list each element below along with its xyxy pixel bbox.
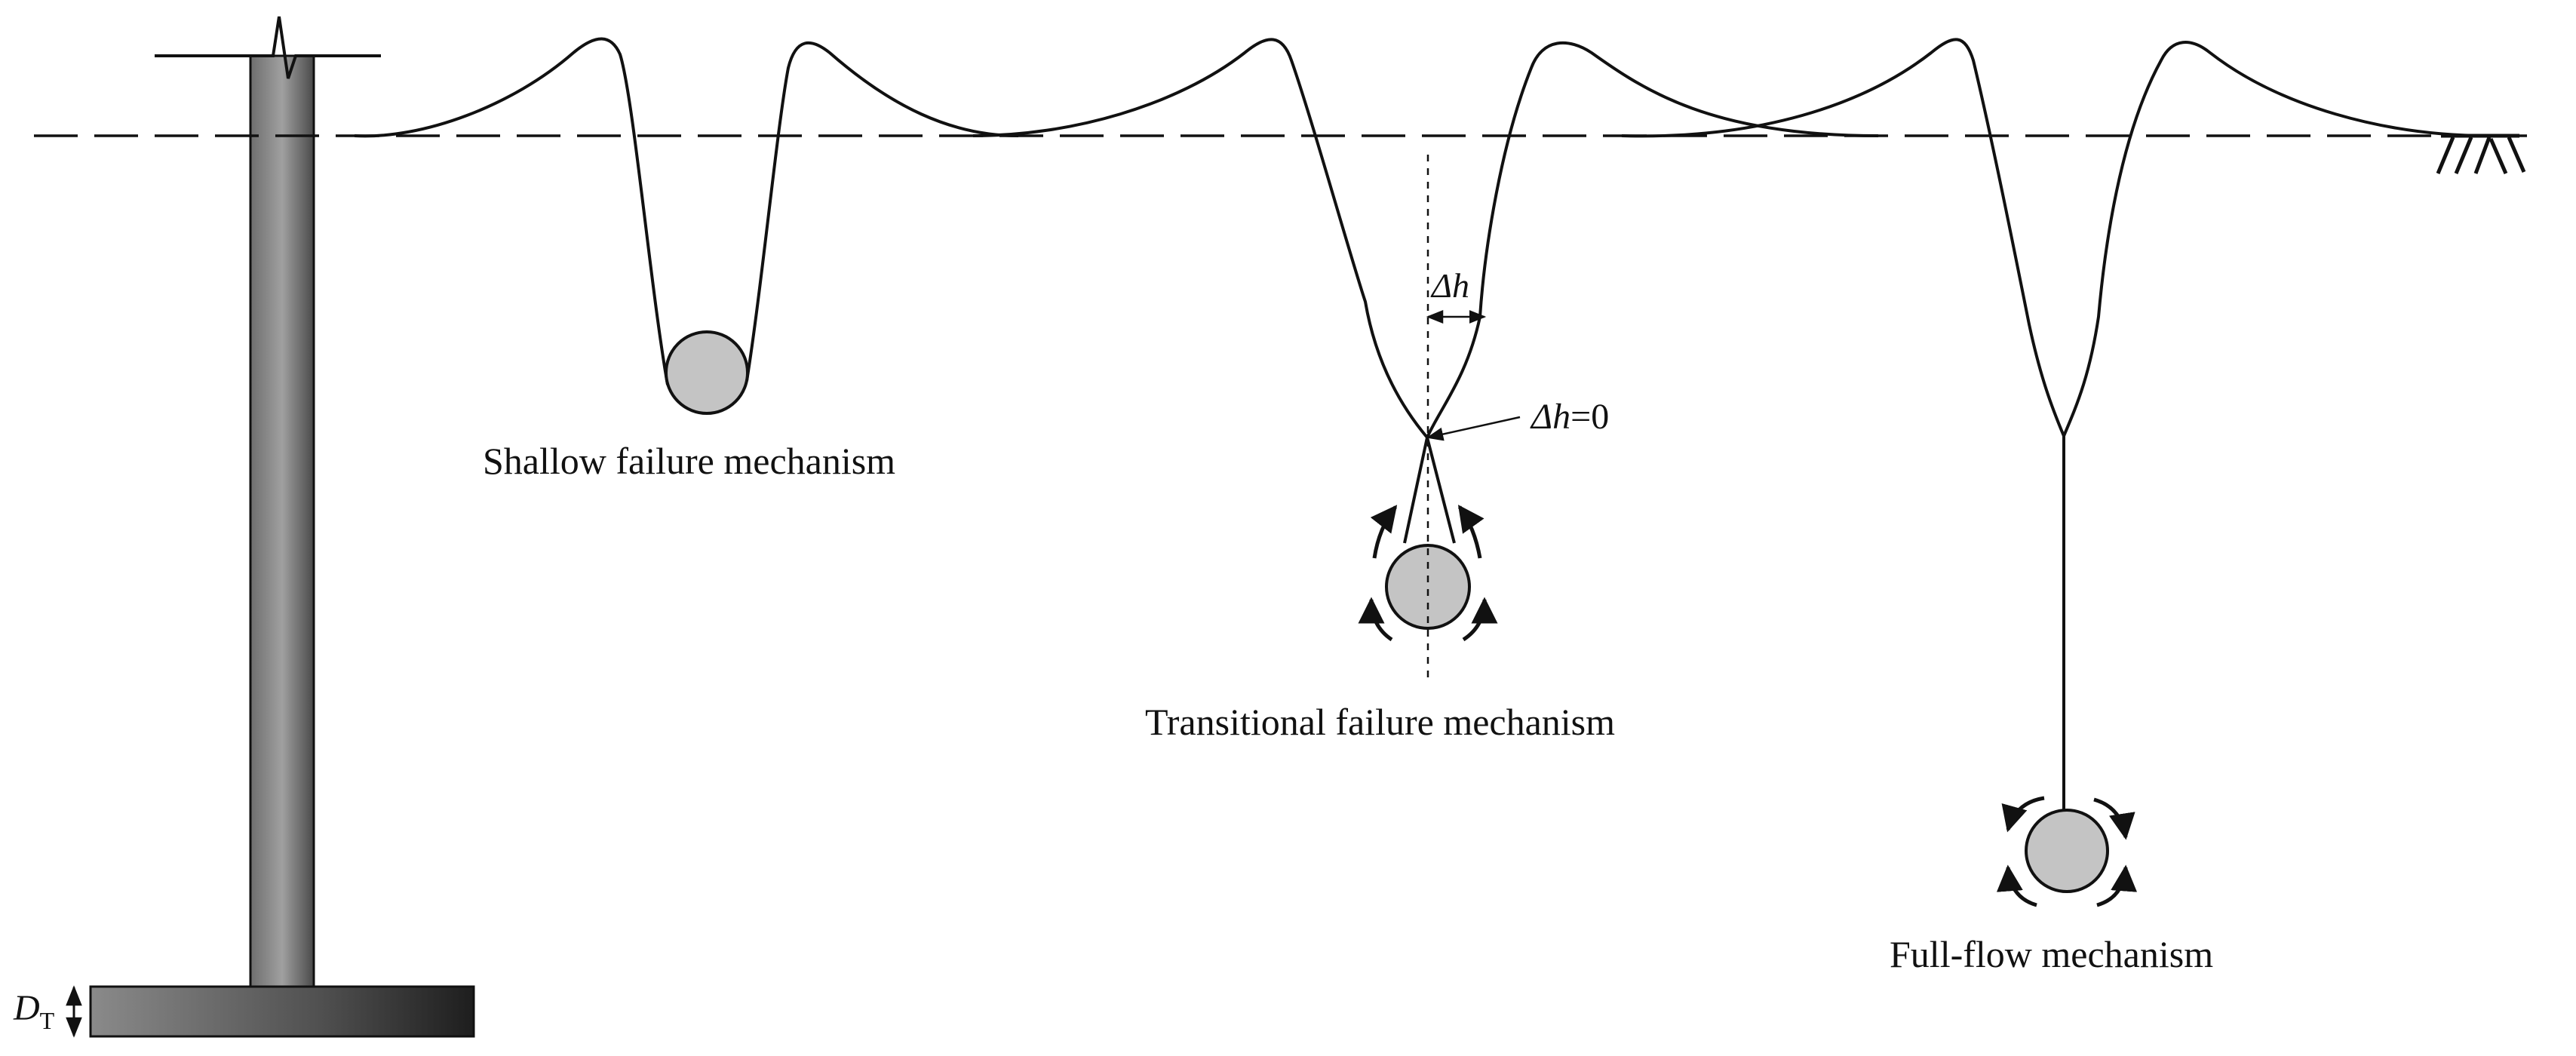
flow-arrow-lower-right	[1462, 597, 1498, 642]
transitional-cavity-outline	[972, 38, 1879, 544]
spudcan-leg	[89, 16, 475, 1038]
delta-h-label: Δh	[1430, 266, 1469, 305]
full-flow-arrows	[1996, 796, 2138, 907]
delta-h-zero-label: Δh=0	[1530, 397, 1609, 437]
pipe-full-flow	[2025, 809, 2109, 893]
transitional-flow-arrows	[1358, 505, 1498, 642]
flow-arrow-top-right	[2093, 797, 2135, 840]
soil-hatch-icon	[2436, 134, 2526, 174]
dt-sub: T	[40, 1007, 55, 1034]
caption-transitional: Transitional failure mechanism	[1145, 701, 1615, 743]
full-flow-cavity-outline	[1621, 38, 2490, 813]
flow-arrow-upper-left	[1370, 505, 1398, 559]
flow-arrow-bottom-left	[1996, 864, 2037, 907]
pipe-shallow	[665, 330, 749, 415]
dt-label: DT	[13, 988, 55, 1034]
soil-surface-profile	[354, 37, 2490, 813]
caption-shallow: Shallow failure mechanism	[483, 440, 895, 482]
delta-h-zero-leader	[1426, 416, 1521, 441]
leg-break-line	[155, 16, 381, 79]
flow-arrow-lower-left	[1358, 597, 1393, 642]
leg-shaft	[249, 54, 315, 990]
flow-arrow-upper-right	[1457, 505, 1485, 559]
caption-full-flow: Full-flow mechanism	[1890, 933, 2213, 975]
shallow-cavity-outline	[354, 37, 1019, 385]
flow-arrow-bottom-right	[2096, 864, 2138, 907]
delta-h-zero-value: =0	[1570, 397, 1609, 437]
leg-footing	[89, 985, 475, 1038]
flow-arrow-top-left	[2001, 796, 2045, 833]
dt-main: D	[13, 988, 40, 1028]
delta-h-zero-symbol: Δh	[1530, 397, 1570, 437]
pipe-transitional	[1385, 544, 1471, 630]
